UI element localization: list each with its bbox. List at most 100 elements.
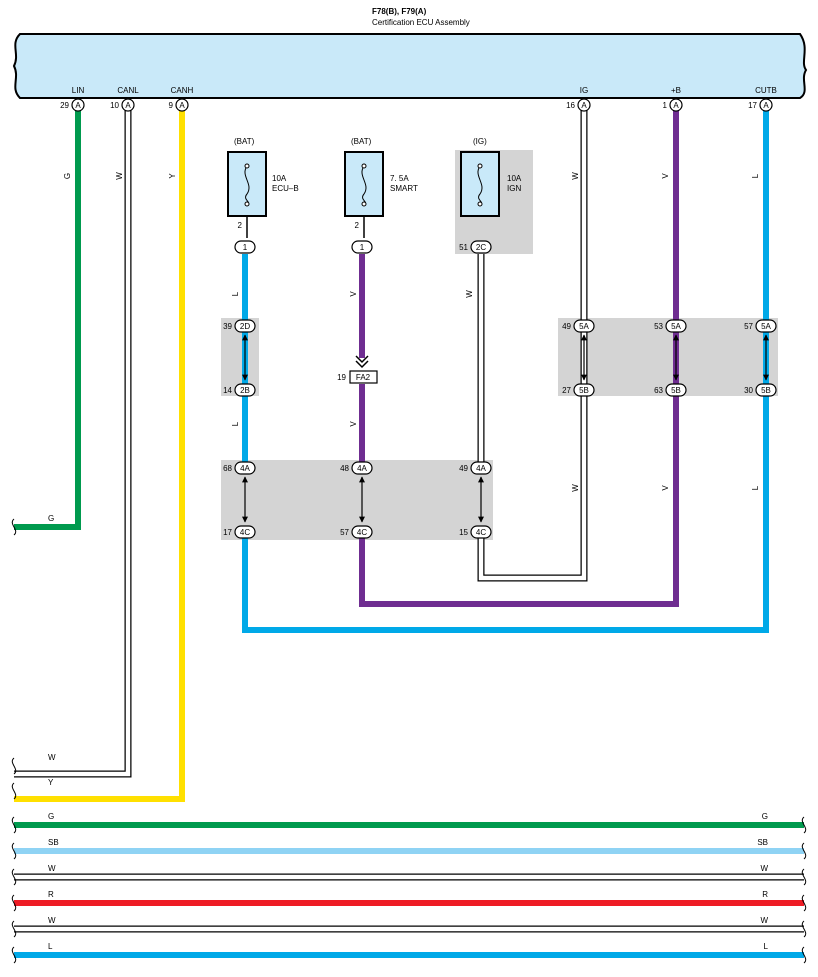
fuse-ecu-b-source: (BAT) [234,137,255,146]
bus-right-label-3: SB [757,838,768,847]
connector-5b-3-pin: 30 [744,386,753,395]
terminal-pin-2: 9 [169,101,174,110]
fa2-chevron-icon [355,355,369,369]
wires [14,108,769,802]
canl-wire-outline [14,108,132,778]
lin-color-label: G [63,173,72,179]
bus-right-label-6: W [760,916,768,925]
fuse-ecu-b-name: ECU–B [272,184,299,193]
connector-5b-2-pin: 63 [654,386,663,395]
connector-5a-1-label: 5A [579,322,589,331]
canh-color-label: Y [168,173,177,179]
junction-block-areas [221,318,778,540]
terminal-connector-5 [759,98,773,112]
terminal-pin-3: 16 [566,101,575,110]
plus-b-color-label-2: V [661,485,670,491]
terminal-conn-1: A [125,101,131,110]
bus-break-left-3 [11,842,17,860]
bus-right-label-7: L [764,942,769,951]
terminal-name-cutb: CUTB [755,86,777,95]
connector-2b-label: 2B [240,386,250,395]
terminal-conn-3: A [581,101,587,110]
terminal-pin-1: 10 [110,101,119,110]
ecub-connector-label: 1 [243,243,248,252]
fuse-ign-name: IGN [507,184,521,193]
bus-break-left-4 [11,868,17,886]
connector-5b-1-label: 5B [579,386,589,395]
ecub-connector [234,240,256,254]
lin-end-label: G [48,514,54,523]
fuse-smart-name: SMART [390,184,418,193]
terminal-name-canh: CANH [171,86,194,95]
bus-break-right-6 [801,920,807,938]
connector-4a-3-pin: 49 [459,464,468,473]
bus-right-label-5: R [762,890,768,899]
cutb-color-label: L [751,173,760,178]
lin-wire [14,108,81,530]
bus-break-left-7 [11,946,17,964]
connector-5b-1 [573,383,595,397]
ign-connector-label: 2C [476,243,486,252]
connector-4c-1-label: 4C [240,528,250,537]
bus-break-right-3 [801,842,807,860]
terminal-name-ig: IG [580,86,588,95]
connector-5a-2-pin: 53 [654,322,663,331]
connector-4c-3 [470,525,492,539]
ig-color-label-2: W [571,484,580,492]
connector-4c-1 [234,525,256,539]
connector-2b [234,383,256,397]
connector-2b-pin: 14 [223,386,232,395]
connector-5b-3 [755,383,777,397]
ign-connector [470,240,492,254]
smart-connector [351,240,373,254]
connector-5a-2 [665,319,687,333]
connector-4a-2-label: 4A [357,464,367,473]
terminal-connector-4 [669,98,683,112]
connector-5b-2-label: 5B [671,386,681,395]
bus-right-label-2: G [762,812,768,821]
lin-break [11,518,17,536]
terminal-conn-2: A [179,101,185,110]
terminal-conn-4: A [673,101,679,110]
fuse-smart: (BAT) 7. 5A SMART [344,137,418,217]
ecub-color-label-2: L [231,421,240,426]
diagram-subtitle: Certification ECU Assembly [372,18,470,27]
connector-4a-1-pin: 68 [223,464,232,473]
connector-4a-1-label: 4A [240,464,250,473]
connector-4c-3-pin: 15 [459,528,468,537]
bus-break-right-4 [801,868,807,886]
connector-4a-2 [351,461,373,475]
connector-fa2-pin: 19 [337,373,346,382]
cutb-color-label-2: L [751,485,760,490]
smart-color-label-2: V [349,421,358,427]
fuse-ign-rating: 10A [507,174,522,183]
connector-5a-3-pin: 57 [744,322,753,331]
connector-4c-2-pin: 57 [340,528,349,537]
canh-wire [14,108,185,802]
fuse-ign-source: (IG) [473,137,487,146]
terminal-pin-0: 29 [60,101,69,110]
connector-2d-label: 2D [240,322,250,331]
fuse-smart-rating: 7. 5A [390,174,409,183]
terminal-pin-4: 1 [663,101,668,110]
bus-break-left-0 [11,757,17,775]
fuse-ecu-b-rating: 10A [272,174,287,183]
connector-5b-2 [665,383,687,397]
ig-color-label: W [571,172,580,180]
ecu-assembly-box [12,33,808,99]
bus-left-label-5: R [48,890,54,899]
plus-b-color-label: V [661,173,670,179]
terminal-pin-5: 17 [748,101,757,110]
smart-color-label-1: V [349,291,358,297]
connector-5a-2-label: 5A [671,322,681,331]
bus-right-label-4: W [760,864,768,873]
bus-left-label-3: SB [48,838,59,847]
terminal-name-canl: CANL [117,86,139,95]
bus-break-left-5 [11,894,17,912]
terminal-conn-5: A [763,101,769,110]
bus-break-right-7 [801,946,807,964]
diagram-title: F78(B), F79(A) [372,7,427,16]
